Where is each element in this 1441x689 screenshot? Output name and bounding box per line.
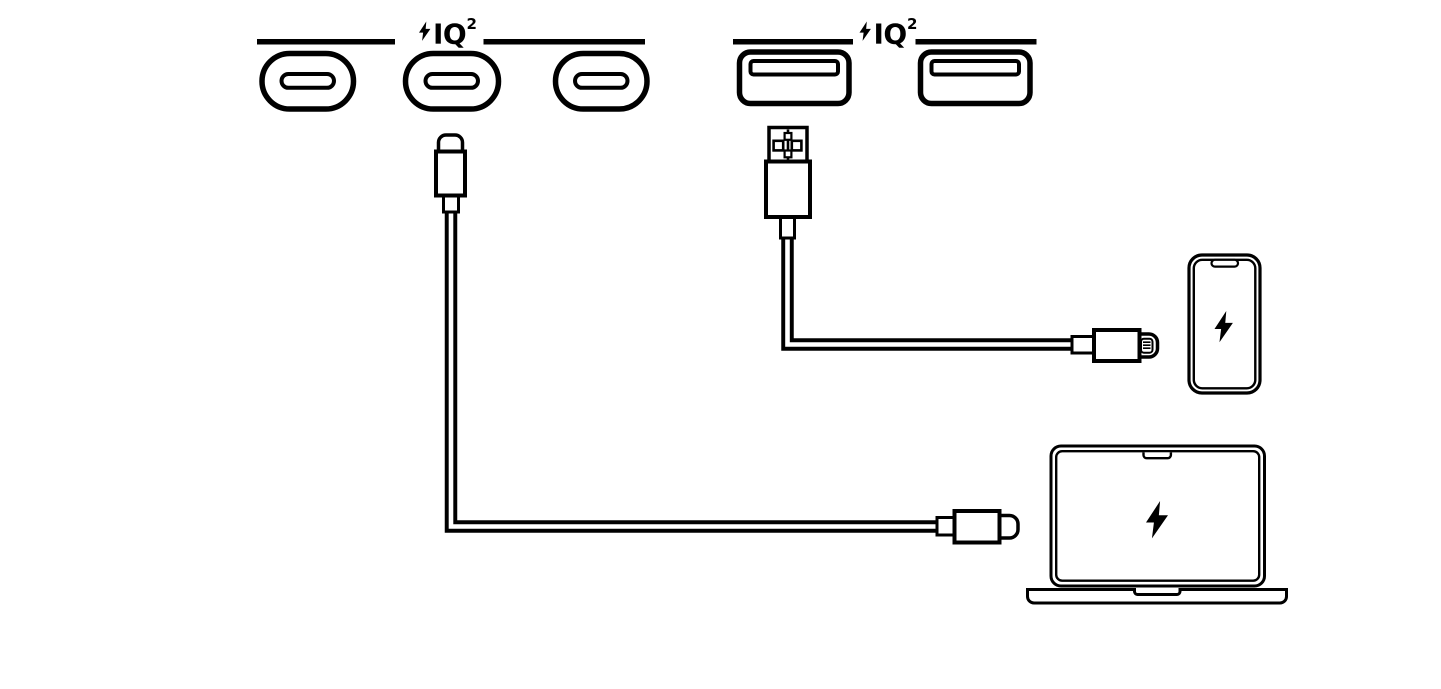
usb-c-port-slot [573,72,630,90]
usb-c-port-3 [552,50,650,112]
usb-a-plug [764,125,812,240]
usb-a-cable [781,228,1080,351]
usb-c-port-2 [402,50,502,112]
usb-c-cable [444,200,953,533]
contact-hole-left [772,139,785,152]
contact-pins [1143,341,1151,349]
label-text: IQ [874,18,907,51]
plug-body [764,159,812,219]
label-superscript: 2 [467,15,477,33]
usb-a-port-slot [929,59,1021,77]
separator-line [483,39,645,45]
laptop-camera-notch [1142,452,1173,460]
usb-c-port-group [259,50,650,112]
usb-c-cable-outline [444,200,953,533]
lightning-plug [1070,328,1160,363]
laptop [1026,444,1288,605]
poweriq-label-usba: IQ 2 [859,15,917,51]
plug-body [1092,328,1142,363]
usb-a-plug-metal [767,125,809,165]
lightning-bolt-icon [859,21,871,41]
separator-line [915,39,1037,45]
plug-body [434,149,467,198]
phone-notch [1210,258,1240,268]
usb-a-port-group [736,49,1033,107]
divider-notch-bottom [783,149,793,159]
contact-hole-right [790,139,803,152]
label-superscript: 2 [907,15,917,33]
usb-a-port-slot [748,59,840,77]
phone [1187,253,1262,395]
poweriq-label-usbc: IQ 2 [419,15,477,51]
charging-bolt-icon [1214,311,1233,343]
label-text: IQ [433,18,466,51]
usb-c-port-1 [259,50,357,112]
usb-c-port-slot [279,72,336,90]
usb-c-plug-top [434,133,467,214]
usb-a-group-header: IQ 2 [733,15,1037,51]
usb-c-group-header: IQ 2 [257,15,645,51]
separator-line [733,39,853,45]
plug-body [952,509,1002,545]
divider-notch-top [783,131,793,141]
usb-c-port-slot [423,72,480,90]
usb-c-cable-core [448,200,953,529]
separator-line [257,39,395,45]
usb-c-plug-end [935,509,1020,545]
usb-a-port-2 [917,49,1033,107]
lightning-bolt-icon [419,21,431,41]
charging-bolt-icon [1146,501,1168,539]
laptop-base [1026,588,1288,605]
usb-a-port-1 [736,49,852,107]
usb-a-cable-core [785,228,1080,347]
usb-a-cable-outline [781,228,1080,351]
